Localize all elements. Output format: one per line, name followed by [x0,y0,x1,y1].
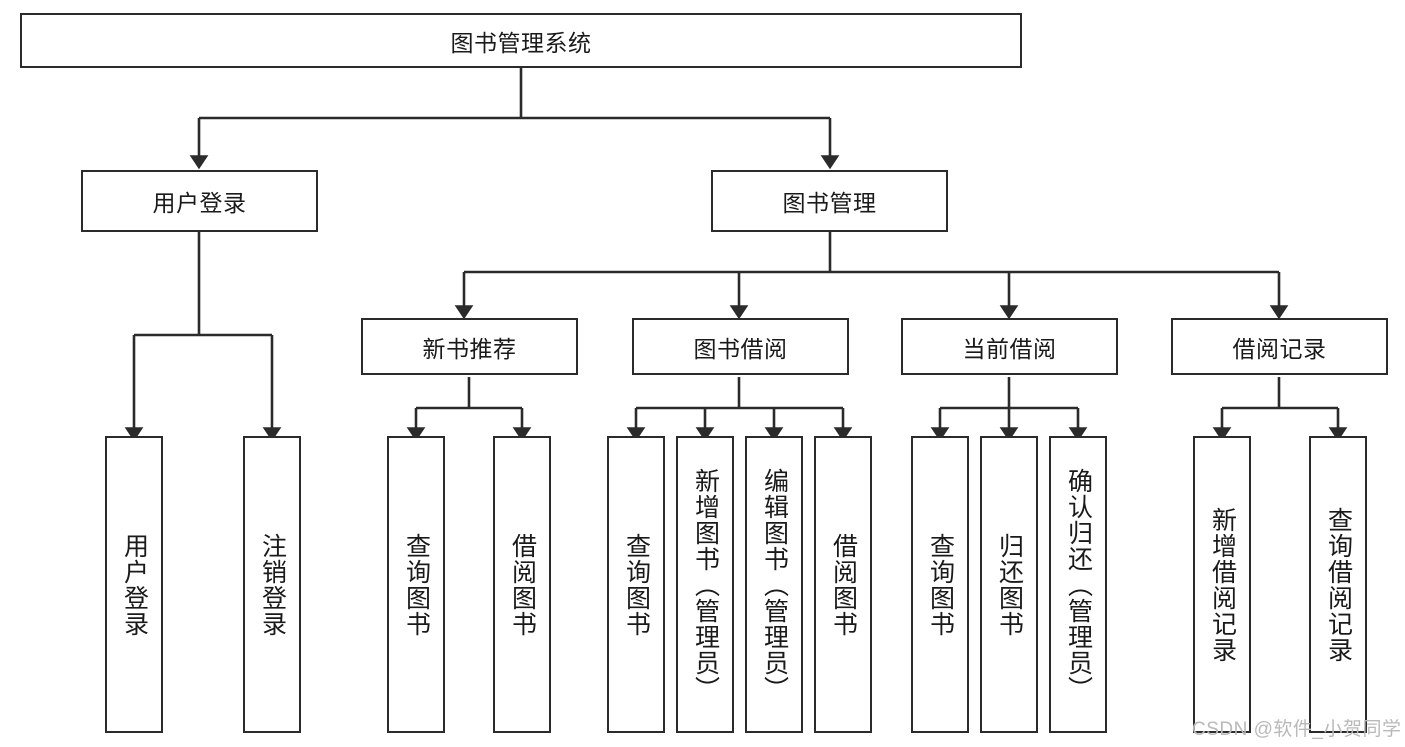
node-book-borrow-label: 图书借阅 [693,335,788,362]
node-leaf-query-book-2-label: 查询图书 [622,532,651,637]
node-leaf-add-record-label: 新增借阅记录 [1208,506,1237,663]
node-leaf-return-book[interactable]: 归还图书 [980,436,1038,733]
node-leaf-user-login[interactable]: 用户登录 [105,436,163,733]
node-user-login[interactable]: 用户登录 [81,170,318,232]
node-leaf-confirm-return-label: 确认归还（管理员） [1064,467,1093,702]
node-leaf-query-record-label: 查询借阅记录 [1324,506,1353,663]
node-leaf-add-book-label: 新增图书（管理员） [691,467,720,702]
node-borrow-record-label: 借阅记录 [1232,335,1327,362]
node-book-manage[interactable]: 图书管理 [711,170,948,232]
node-leaf-add-book[interactable]: 新增图书（管理员） [676,436,734,733]
node-leaf-user-login-label: 用户登录 [120,532,149,637]
node-leaf-edit-book-label: 编辑图书（管理员） [760,467,789,702]
node-leaf-add-record[interactable]: 新增借阅记录 [1193,436,1251,733]
node-root-label: 图书管理系统 [450,29,592,56]
node-new-book-recommend-label: 新书推荐 [422,335,517,362]
node-leaf-borrow-book-1-label: 借阅图书 [508,532,537,637]
node-user-login-label: 用户登录 [152,190,247,216]
node-leaf-borrow-book-2-label: 借阅图书 [829,532,858,637]
node-borrow-record[interactable]: 借阅记录 [1171,318,1388,375]
node-new-book-recommend[interactable]: 新书推荐 [361,318,578,375]
node-book-manage-label: 图书管理 [782,190,877,216]
node-book-borrow[interactable]: 图书借阅 [632,318,849,375]
node-leaf-borrow-book-2[interactable]: 借阅图书 [814,436,872,733]
node-leaf-logout-label: 注销登录 [258,532,287,637]
node-leaf-return-book-label: 归还图书 [995,532,1024,637]
node-leaf-query-book-3-label: 查询图书 [926,532,955,637]
node-leaf-borrow-book-1[interactable]: 借阅图书 [493,436,551,733]
node-root[interactable]: 图书管理系统 [20,13,1022,68]
node-leaf-confirm-return[interactable]: 确认归还（管理员） [1049,436,1107,733]
node-leaf-query-record[interactable]: 查询借阅记录 [1309,436,1367,733]
node-leaf-query-book-1[interactable]: 查询图书 [387,436,445,733]
node-current-borrow[interactable]: 当前借阅 [901,318,1118,375]
node-leaf-logout[interactable]: 注销登录 [243,436,301,733]
node-leaf-edit-book[interactable]: 编辑图书（管理员） [745,436,803,733]
node-leaf-query-book-2[interactable]: 查询图书 [607,436,665,733]
node-current-borrow-label: 当前借阅 [962,335,1057,362]
node-leaf-query-book-1-label: 查询图书 [402,532,431,637]
node-leaf-query-book-3[interactable]: 查询图书 [911,436,969,733]
